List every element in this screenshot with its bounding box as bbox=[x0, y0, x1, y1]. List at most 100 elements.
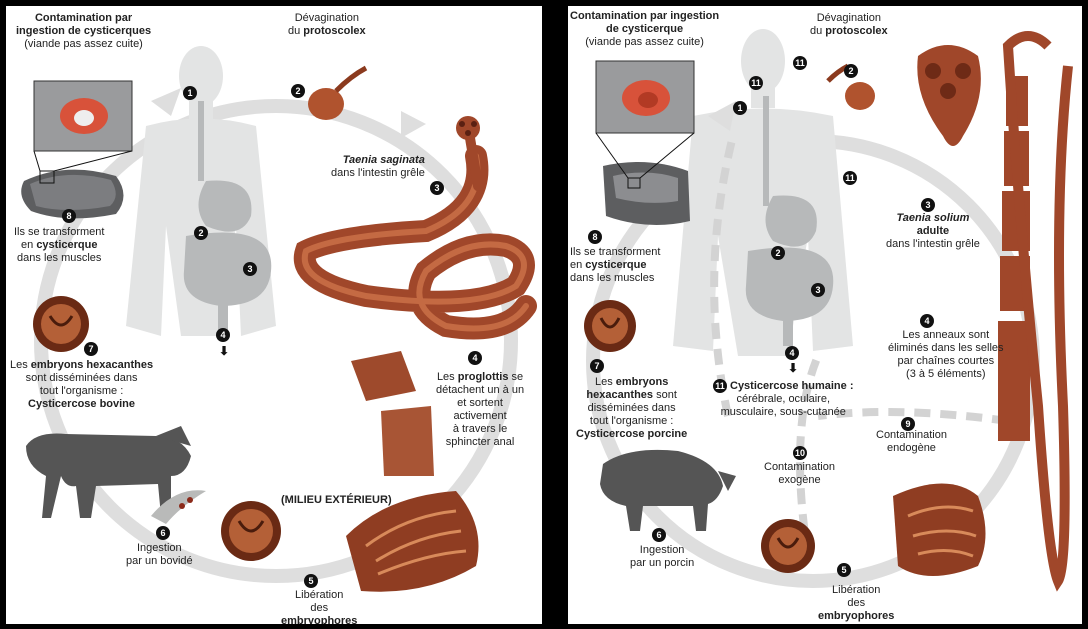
step11-line-3: musculaire, sous-cutanée bbox=[713, 406, 854, 419]
hexacanthes-term: hexacanthes bbox=[586, 389, 653, 401]
proglottis-illustration bbox=[351, 351, 434, 476]
proglottis-term: proglottis bbox=[458, 371, 509, 383]
protoscolex-term: protoscolex bbox=[825, 25, 887, 37]
left-panel-taenia-saginata: Contamination par ingestion de cysticerq… bbox=[6, 6, 542, 624]
devagination-du: du bbox=[810, 25, 825, 37]
step7-line-4: tout l'organisme : bbox=[576, 415, 687, 428]
embryons-term: embryons bbox=[616, 376, 669, 388]
step-2-body-marker: 2 bbox=[771, 246, 785, 260]
step-10-marker: 10 bbox=[793, 446, 807, 460]
protoscolex-term: protoscolex bbox=[303, 25, 365, 37]
cysticercose-porcine-term: Cysticercose porcine bbox=[576, 428, 687, 441]
step-1-marker: 1 bbox=[733, 101, 747, 115]
transform-label: Ils se transforment en cysticerque dans … bbox=[14, 226, 104, 265]
contamination-line-3: (viande pas assez cuite) bbox=[570, 36, 719, 49]
adult-worm-label: Taenia saginata dans l'intestin grêle bbox=[331, 154, 425, 180]
embryophores-term: embryophores bbox=[281, 615, 357, 624]
cysticercose-bovine-term: Cysticercose bovine bbox=[10, 398, 153, 411]
step-3-body-marker: 3 bbox=[811, 283, 825, 297]
right-panel-taenia-solium: Contamination par ingestion de cysticerq… bbox=[568, 6, 1082, 624]
step4-se: se bbox=[508, 371, 523, 383]
step4-line-4: (3 à 5 éléments) bbox=[888, 368, 1004, 381]
step-11-marker: 11 bbox=[713, 379, 727, 393]
contamination-line-1: Contamination par ingestion bbox=[570, 10, 719, 23]
step5-line-2: des bbox=[818, 597, 894, 610]
step-8-marker: 8 bbox=[62, 209, 76, 223]
left-cycle-illustration bbox=[6, 6, 542, 624]
embryophore-egg bbox=[221, 501, 281, 561]
embryophore-egg bbox=[761, 519, 815, 573]
embryophores-label: Libération des embryophores bbox=[818, 584, 894, 623]
contamination-label: Contamination par ingestion de cysticerq… bbox=[570, 10, 719, 49]
step7-sont: sont bbox=[653, 389, 677, 401]
step7-les: Les bbox=[595, 376, 616, 388]
step-6-marker: 6 bbox=[652, 528, 666, 542]
step-4-body-marker: 4 bbox=[216, 328, 230, 342]
right-cycle-illustration bbox=[568, 6, 1082, 624]
step4-line-1: Les anneaux sont bbox=[888, 329, 1004, 342]
embryons-term: embryons hexacanthes bbox=[31, 359, 153, 371]
step-3-marker: 3 bbox=[430, 181, 444, 195]
step-4-body-marker: 4 bbox=[785, 346, 799, 360]
step7-line-3: disséminées dans bbox=[576, 402, 687, 415]
step-2-marker: 2 bbox=[844, 64, 858, 78]
contamination-line-2: de cysticerque bbox=[570, 23, 719, 36]
step-11-marker-head: 11 bbox=[749, 76, 763, 90]
step8-en: en bbox=[21, 239, 36, 251]
down-arrow-icon: ⬇ bbox=[219, 344, 229, 358]
taenia-saginata-name: Taenia saginata bbox=[331, 154, 425, 167]
step6-line-2: par un porcin bbox=[630, 557, 694, 570]
adulte-term: adulte bbox=[886, 225, 980, 238]
step-4-marker: 4 bbox=[920, 314, 934, 328]
step10-line-1: Contamination bbox=[764, 461, 835, 474]
step-7-marker: 7 bbox=[590, 359, 604, 373]
step6-line-1: Ingestion bbox=[126, 542, 193, 555]
step-3-marker: 3 bbox=[921, 198, 935, 212]
step5-line-1: Libération bbox=[818, 584, 894, 597]
step10-line-2: exogène bbox=[764, 474, 835, 487]
step-11-marker-body: 11 bbox=[843, 171, 857, 185]
devagination-line-1: Dévagination bbox=[810, 12, 888, 25]
devagination-label: Dévagination du protoscolex bbox=[288, 12, 366, 38]
step6-line-2: par un bovidé bbox=[126, 555, 193, 568]
step-5-marker: 5 bbox=[837, 563, 851, 577]
step4-line-2: éliminés dans les selles bbox=[888, 342, 1004, 355]
embryons-label: Les embryons hexacanthes sont disséminée… bbox=[576, 376, 687, 441]
cysticercose-humaine-term: Cysticercose humaine : bbox=[730, 380, 854, 392]
step4-line-2: détachent un à un bbox=[436, 384, 524, 397]
adult-location: dans l'intestin grêle bbox=[886, 238, 980, 251]
step-7-marker: 7 bbox=[84, 342, 98, 356]
embryons-label: Les embryons hexacanthes sont disséminée… bbox=[10, 359, 153, 411]
step-5-marker: 5 bbox=[304, 574, 318, 588]
step8-line-1: Ils se transforment bbox=[570, 246, 660, 259]
milieu-exterieur-label: (MILIEU EXTÉRIEUR) bbox=[281, 494, 392, 507]
scolex-illustration bbox=[917, 45, 981, 146]
step-8-marker: 8 bbox=[588, 230, 602, 244]
down-arrow-icon: ⬇ bbox=[788, 361, 798, 375]
step7-line-2: sont disséminées dans bbox=[10, 372, 153, 385]
embryophores-term: embryophores bbox=[818, 610, 894, 623]
step7-line-3: tout l'organisme : bbox=[10, 385, 153, 398]
step4-line-5: à travers le bbox=[436, 423, 524, 436]
beef-meat-illustration bbox=[21, 81, 132, 218]
step-2-body-marker: 2 bbox=[194, 226, 208, 240]
step8-line-3: dans les muscles bbox=[14, 252, 104, 265]
step4-line-3: par chaînes courtes bbox=[888, 355, 1004, 368]
step8-line-1: Ils se transforment bbox=[14, 226, 104, 239]
step9-line-1: Contamination bbox=[876, 429, 947, 442]
embryo-hexacanth-egg bbox=[584, 300, 636, 352]
devagination-line-1: Dévagination bbox=[288, 12, 366, 25]
cysticerque-term: cysticerque bbox=[585, 259, 646, 271]
protoscolex-illustration bbox=[308, 68, 366, 120]
step-11-marker-top: 11 bbox=[793, 56, 807, 70]
ingestion-label: Ingestion par un bovidé bbox=[126, 542, 193, 568]
step7-les: Les bbox=[10, 359, 31, 371]
step4-line-4: activement bbox=[436, 410, 524, 423]
step4-line-3: et sortent bbox=[436, 397, 524, 410]
exogene-label: Contamination exogène bbox=[764, 461, 835, 487]
cysticerque-term: cysticerque bbox=[36, 239, 97, 251]
devagination-du: du bbox=[288, 25, 303, 37]
step4-les: Les bbox=[437, 371, 458, 383]
contamination-label: Contamination par ingestion de cysticerq… bbox=[16, 12, 151, 51]
